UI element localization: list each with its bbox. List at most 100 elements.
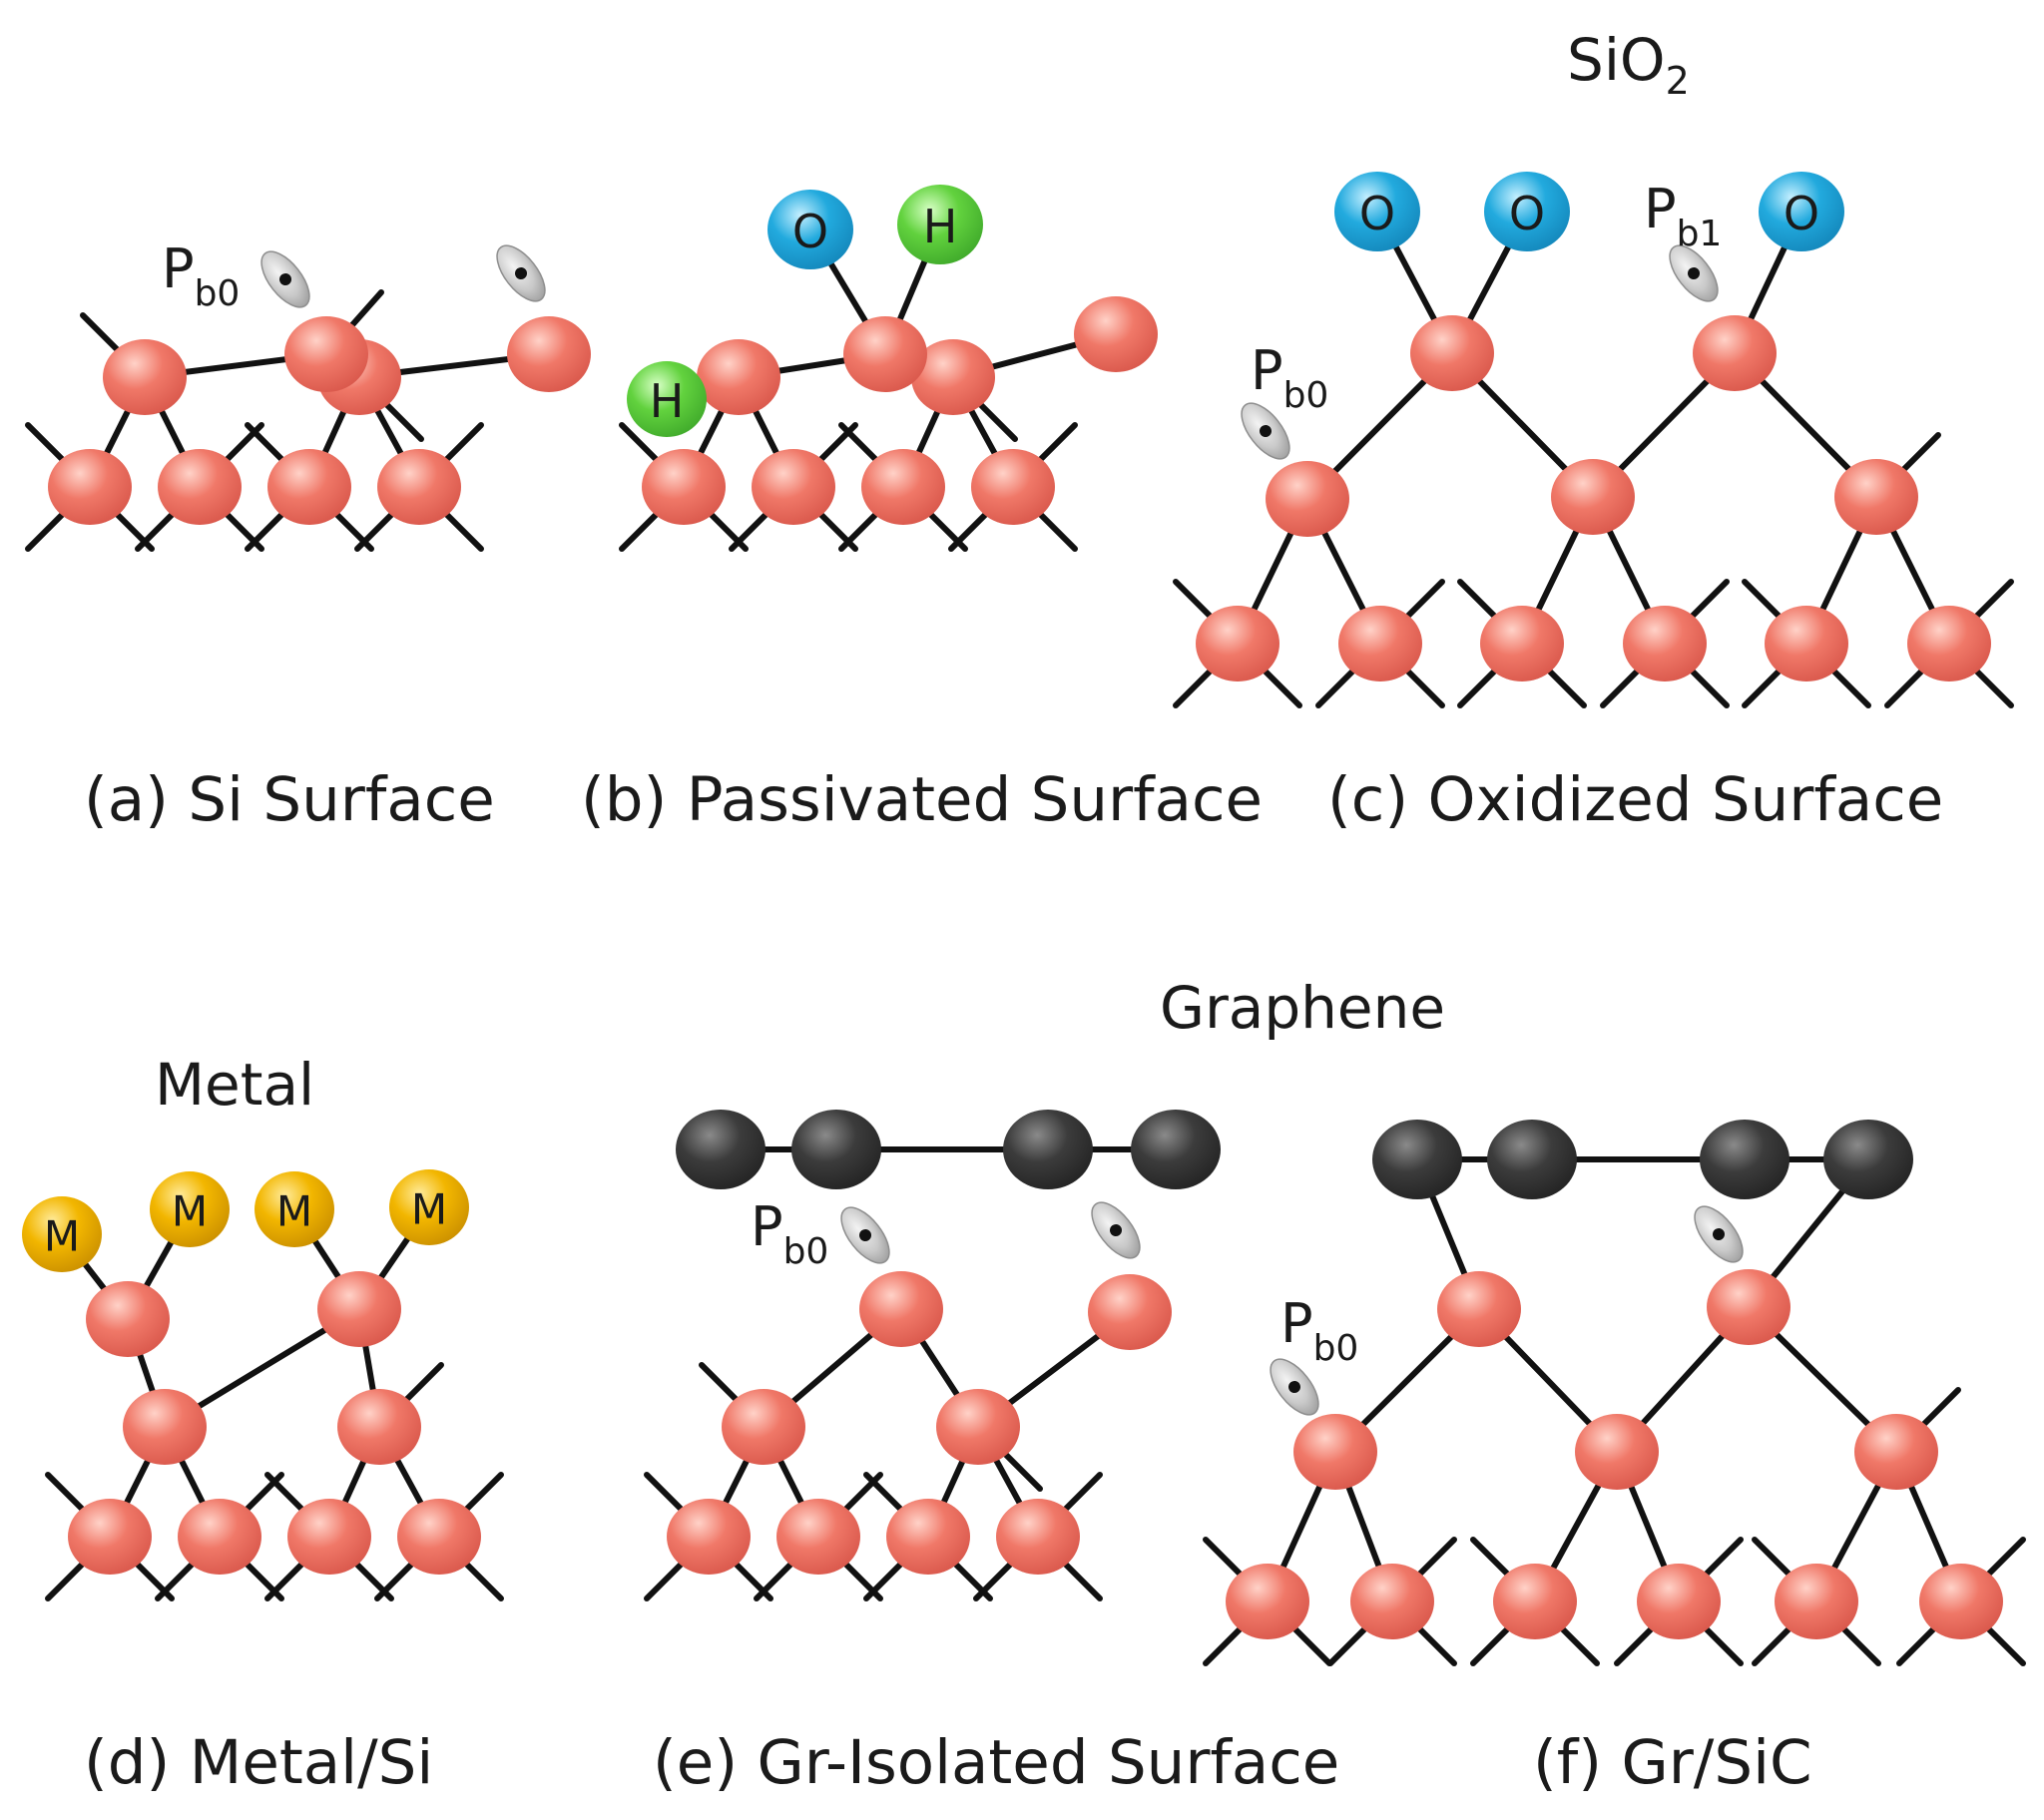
bond-stub <box>1411 1537 1457 1583</box>
bond-stub <box>1203 1537 1249 1583</box>
bond-stub <box>458 1472 504 1518</box>
bond-stub <box>245 422 290 468</box>
bond-stub <box>1411 1620 1457 1666</box>
metal-atom <box>150 1171 230 1247</box>
bond-stub <box>354 506 400 552</box>
silicon-atom <box>1707 1269 1790 1345</box>
bond-stub <box>1541 663 1587 708</box>
bond-stub <box>1614 1620 1660 1666</box>
silicon-atom <box>911 339 995 415</box>
dangling-bond-defect <box>260 250 310 308</box>
bond-stub <box>729 506 774 552</box>
metal-atom <box>389 1169 469 1245</box>
silicon-atom <box>103 339 187 415</box>
carbon-atom <box>1823 1120 1913 1199</box>
bond-stub <box>1470 1537 1516 1583</box>
silicon-atom <box>1493 1564 1577 1639</box>
metal-atom <box>22 1196 102 1272</box>
pb0-label-a: Pb0 <box>162 237 240 314</box>
silicon-atom <box>178 1499 261 1575</box>
silicon-atom <box>507 316 591 392</box>
silicon-atom <box>642 449 726 525</box>
bond-stub <box>1698 1537 1744 1583</box>
bond-stub <box>1057 1472 1103 1518</box>
bond-stub <box>948 506 994 552</box>
pb0-label-e: Pb0 <box>751 1195 828 1272</box>
silicon-atom <box>1775 1564 1858 1639</box>
silicon-atom <box>287 1499 371 1575</box>
silicon-atom <box>936 1389 1020 1465</box>
carbon-atom <box>1372 1120 1462 1199</box>
bond-stub <box>1915 1387 1961 1433</box>
bond-layer <box>25 209 2026 1666</box>
bond-stub <box>1554 1620 1600 1666</box>
bond-stub <box>80 312 126 358</box>
silicon-atom <box>667 1499 751 1575</box>
silicon-atom <box>776 1499 860 1575</box>
silicon-atom <box>1088 1274 1172 1350</box>
dangling-bond-defect <box>1091 1201 1141 1259</box>
bond-stub <box>863 1472 909 1518</box>
material-label-metal: Metal <box>155 1051 314 1119</box>
panel-caption-e: (e) Gr-Isolated Surface <box>653 1727 1339 1798</box>
bond-stub <box>1835 1620 1881 1666</box>
hydrogen-atom <box>897 185 983 264</box>
bond-stub <box>619 422 665 468</box>
silicon-atom <box>886 1499 970 1575</box>
carbon-atom <box>791 1110 881 1189</box>
silicon-atom <box>1907 606 1991 682</box>
bond-stub <box>1173 663 1219 708</box>
bond-stub <box>1173 579 1219 625</box>
bond-stub <box>1698 1620 1744 1666</box>
bond-stub <box>438 506 484 552</box>
dangling-bond-defect <box>496 244 546 302</box>
bond-stub <box>1203 1620 1249 1666</box>
bond-stub <box>1684 579 1730 625</box>
carbon-atom <box>1487 1120 1577 1199</box>
silicon-atom <box>397 1499 481 1575</box>
bond-stub <box>1825 663 1871 708</box>
hydrogen-atom-label: H <box>923 200 958 253</box>
bond-stub <box>1057 1556 1103 1601</box>
bond-stub <box>1286 1620 1332 1666</box>
dangling-bond-defect <box>1694 1205 1744 1263</box>
silicon-atom <box>1074 296 1158 372</box>
bond-stub <box>45 1556 91 1601</box>
silicon-atom <box>1480 606 1564 682</box>
bond-stub <box>1752 1537 1797 1583</box>
bond-stub <box>155 1556 201 1601</box>
bond-stub <box>1470 1620 1516 1666</box>
material-label-graphene: Graphene <box>1160 974 1445 1042</box>
hydrogen-atom <box>627 361 707 437</box>
silicon-atom <box>1637 1564 1721 1639</box>
metal-atom-label: M <box>411 1185 447 1234</box>
panel-caption-a: (a) Si Surface <box>84 764 495 835</box>
bond-stub <box>1742 663 1788 708</box>
bond-stub <box>1895 432 1941 478</box>
silicon-atom <box>337 1389 421 1465</box>
pb1-label-c: Pb1 <box>1644 178 1722 254</box>
bond-stub <box>1968 663 2014 708</box>
bond-stub <box>1896 1620 1942 1666</box>
silicon-atom <box>697 339 780 415</box>
oxygen-atom <box>1759 172 1844 251</box>
bond-stub <box>838 422 884 468</box>
bond-stub <box>264 1472 310 1518</box>
material-label-sio2: SiO2 <box>1567 26 1690 103</box>
silicon-atom <box>68 1499 152 1575</box>
bond-stub <box>438 422 484 468</box>
silicon-atom <box>971 449 1055 525</box>
bond-stub <box>1980 1537 2026 1583</box>
bond-stub <box>997 1446 1043 1492</box>
metal-atom-label: M <box>44 1212 80 1261</box>
silicon-atom <box>1293 1414 1377 1490</box>
oxygen-atom-label: O <box>1784 187 1819 240</box>
silicon-atom <box>284 316 368 392</box>
dangling-bond-defect <box>1669 244 1719 302</box>
silicon-atom <box>861 449 945 525</box>
bond-stub <box>972 396 1018 442</box>
metal-atom-label: M <box>172 1187 208 1236</box>
silicon-atom <box>1350 1564 1434 1639</box>
silicon-atom <box>1410 315 1494 391</box>
bond-stub <box>264 1556 310 1601</box>
